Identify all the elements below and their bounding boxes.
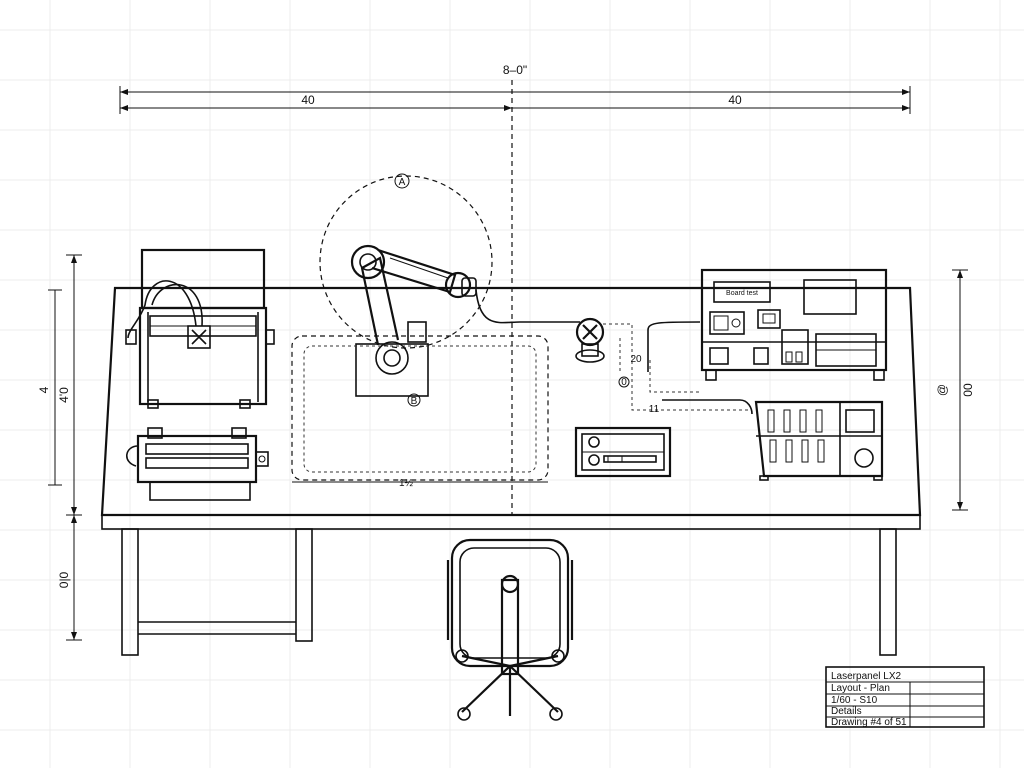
cable-routing: 20 0 11 [603, 321, 753, 415]
dim-right-circle: @ [935, 384, 949, 396]
title-block-row-4: Details [831, 706, 862, 717]
work-table [100, 286, 922, 656]
robot-arm: A B [319, 173, 580, 407]
parts-bin [754, 400, 884, 481]
laser-machine [125, 248, 275, 409]
cnc-unit [126, 427, 269, 501]
robot-work-zone: 1½ [291, 335, 549, 489]
left-dimension: 4 4'0 0|0 [37, 254, 82, 641]
robot-base-plate [355, 343, 429, 397]
title-block-row-5: Drawing #4 of 51 [831, 717, 907, 728]
emergency-stop-button [575, 317, 605, 363]
dim-right-half: 40 [728, 93, 742, 107]
callout-cable-c: 11 [649, 404, 660, 415]
title-block: Laserpanel LX2 Layout - Plan 1/60 - S10 … [825, 666, 985, 728]
callout-work-zone: 1½ [399, 478, 414, 489]
title-block-row-3: 1/60 - S10 [831, 695, 878, 706]
callout-cable-a: 20 [630, 354, 642, 365]
dim-left-lower: 0|0 [57, 571, 71, 588]
table-leg-left [121, 528, 313, 656]
dim-right-value: 00 [961, 383, 975, 397]
control-station: Board test 00000 0000 0 0 [700, 268, 888, 381]
monitor-right-line2: 0 0 [826, 300, 835, 306]
table-leg-right [879, 528, 897, 656]
monitor-left-label: Board test [726, 290, 758, 297]
callout-robot-top: A [399, 177, 406, 188]
callout-cable-b: 0 [621, 377, 627, 388]
dim-overall: 8–0" [503, 63, 527, 77]
robot-reach-circle [319, 175, 493, 349]
tool-tray [574, 426, 672, 478]
title-block-row-1: Laserpanel LX2 [831, 671, 901, 682]
top-dimension: 8–0" 40 40 [119, 63, 911, 114]
dim-left-outer: 4 [37, 386, 51, 393]
callout-robot-base: B [411, 396, 418, 407]
office-chair [446, 538, 574, 721]
right-dimension: @ 00 [935, 269, 975, 511]
monitor-right-line1: 00000 0000 [814, 291, 846, 297]
dim-left-half: 40 [301, 93, 315, 107]
title-block-row-2: Layout - Plan [831, 683, 890, 694]
dim-left-inner: 4'0 [57, 387, 71, 403]
